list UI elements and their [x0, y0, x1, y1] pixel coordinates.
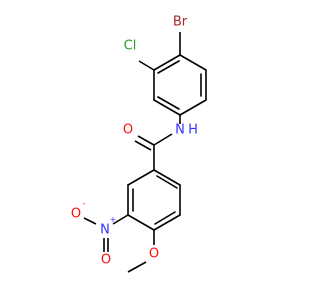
bond-c-o-double-2	[134, 140, 152, 151]
bond	[157, 96, 180, 110]
bond-c-o-double-1	[137, 135, 155, 146]
molecule-structure-canvas: Br Cl N H O N + O - O O	[71, 15, 207, 273]
nitro-o-minus-charge: -	[83, 199, 86, 208]
lower-aromatic-ring	[127, 169, 181, 231]
bond	[127, 214, 155, 231]
bond	[179, 54, 207, 71]
bond-c-cl	[138, 60, 155, 71]
atom-label-cl: Cl	[124, 39, 137, 54]
atom-label-methoxy-o: O	[149, 247, 159, 262]
atom-label-nitro-o-double: O	[101, 253, 111, 268]
bond	[153, 169, 181, 186]
bond-n-c-amide	[153, 133, 173, 146]
atom-label-carbonyl-o: O	[123, 123, 133, 138]
bond	[127, 169, 155, 186]
atom-label-nitro-o-minus: O	[71, 207, 81, 222]
bond-methoxy-o-ch3	[127, 261, 147, 273]
bond	[156, 175, 178, 189]
bond	[153, 54, 181, 71]
bond	[153, 99, 181, 116]
atom-label-nitro-n: N	[100, 223, 110, 238]
bond	[157, 60, 180, 74]
atom-label-nh-h: H	[188, 123, 198, 138]
bond	[153, 214, 181, 231]
atom-label-nh-n: N	[175, 123, 185, 138]
bond-nitro-n-o-minus	[83, 217, 97, 225]
atom-label-br: Br	[173, 15, 188, 30]
bond	[154, 211, 176, 225]
bond-c-nitro-n	[112, 214, 129, 225]
nitro-n-charge: +	[110, 215, 117, 224]
bond	[179, 99, 207, 116]
upper-aromatic-ring	[153, 54, 207, 116]
